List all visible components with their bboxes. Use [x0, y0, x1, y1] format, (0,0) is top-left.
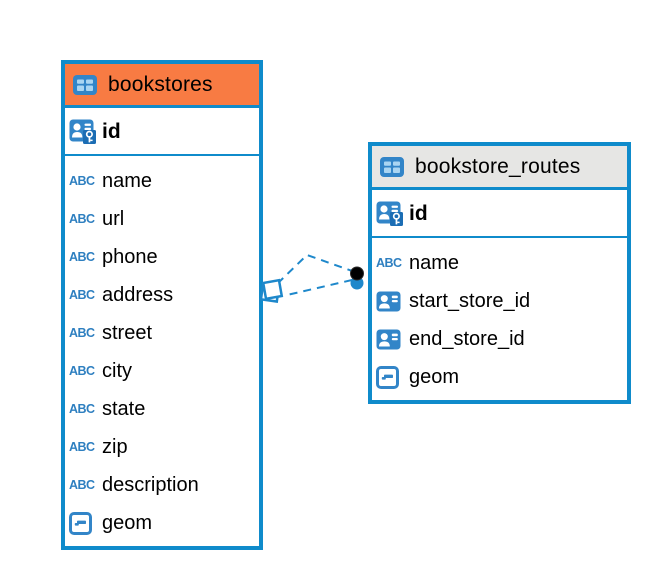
column-name: description: [102, 474, 199, 496]
column-row-geom[interactable]: geom: [372, 358, 627, 396]
column-name: phone: [102, 246, 158, 268]
text-type-icon: ABC: [69, 212, 95, 226]
column-name: start_store_id: [409, 290, 531, 312]
column-name: id: [409, 201, 428, 225]
column-name: city: [102, 360, 132, 382]
text-type-icon: ABC: [69, 440, 95, 454]
column-name: geom: [102, 512, 153, 534]
column-name: address: [102, 284, 174, 306]
text-type-icon: ABC: [69, 402, 95, 416]
text-type-icon: ABC: [69, 288, 95, 302]
column-name: state: [102, 398, 146, 420]
column-name: url: [102, 208, 125, 230]
text-type-icon: ABC: [69, 364, 95, 378]
column-name: geom: [409, 366, 460, 388]
primary-key-icon: [376, 201, 403, 226]
column-row-name[interactable]: ABC name: [372, 244, 627, 282]
column-row-id[interactable]: id: [372, 190, 627, 238]
geometry-type-icon: [376, 365, 403, 389]
primary-key-icon: [69, 119, 96, 144]
text-type-icon: ABC: [376, 256, 402, 270]
column-row-street[interactable]: ABC street: [65, 314, 259, 352]
relationship-diamond-end: [261, 278, 284, 301]
text-type-icon: ABC: [69, 174, 95, 188]
column-row-address[interactable]: ABC address: [65, 276, 259, 314]
relationship-diamond-end: [259, 282, 281, 303]
column-row-id[interactable]: id: [65, 108, 259, 156]
geometry-type-icon: [69, 511, 96, 535]
column-name: zip: [102, 436, 128, 458]
relationship-dot-end: [350, 266, 364, 281]
text-type-icon: ABC: [69, 250, 95, 264]
table-header[interactable]: bookstores: [65, 64, 259, 108]
foreign-key-icon: [376, 291, 403, 312]
table-name: bookstores: [108, 73, 213, 96]
relationship-line[interactable]: [286, 279, 353, 296]
relationship-dot-end: [350, 276, 364, 290]
column-name: name: [409, 252, 460, 274]
column-name: street: [102, 322, 153, 344]
column-row-name[interactable]: ABC name: [65, 162, 259, 200]
column-row-url[interactable]: ABC url: [65, 200, 259, 238]
column-row-geom[interactable]: geom: [65, 504, 259, 542]
column-name: id: [102, 119, 121, 143]
column-row-phone[interactable]: ABC phone: [65, 238, 259, 276]
text-type-icon: ABC: [69, 326, 95, 340]
text-type-icon: ABC: [69, 478, 95, 492]
foreign-key-icon: [376, 329, 403, 350]
column-row-city[interactable]: ABC city: [65, 352, 259, 390]
column-row-start_store_id[interactable]: start_store_id: [372, 282, 627, 320]
table-header[interactable]: bookstore_routes: [372, 146, 627, 190]
column-row-state[interactable]: ABC state: [65, 390, 259, 428]
column-row-end_store_id[interactable]: end_store_id: [372, 320, 627, 358]
column-name: end_store_id: [409, 328, 525, 350]
column-name: name: [102, 170, 153, 192]
table-icon: [380, 156, 407, 177]
table-icon: [73, 74, 100, 95]
column-row-zip[interactable]: ABC zip: [65, 428, 259, 466]
table-name: bookstore_routes: [415, 155, 581, 178]
relationship-line[interactable]: [277, 253, 356, 284]
column-row-description[interactable]: ABC description: [65, 466, 259, 504]
